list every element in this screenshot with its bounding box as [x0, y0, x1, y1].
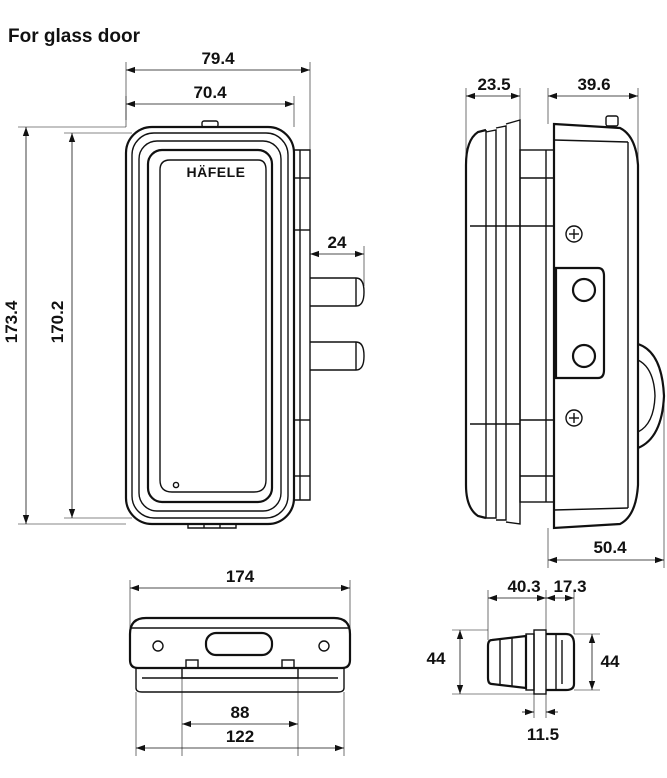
dim-strike-height-left: 44	[427, 649, 446, 668]
side-hole-upper	[571, 277, 597, 303]
bottom-tabs	[187, 523, 237, 529]
side-rear-knob	[637, 342, 666, 450]
bottom-screw-left	[152, 640, 164, 652]
front-clamp-plate	[294, 149, 311, 501]
dim-side-depth-front: 23.5	[477, 75, 510, 94]
bottom-inner-plate	[181, 667, 299, 679]
front-housing-inner-ring	[138, 140, 282, 512]
side-dimensions: 23.5 39.6 50.4	[465, 75, 665, 568]
front-dimensions: 79.4 70.4 173.4 170.2 24	[2, 49, 365, 525]
screw-icon-upper	[565, 225, 583, 243]
dim-side-depth-total: 50.4	[593, 538, 627, 557]
dim-strike-height-right: 44	[601, 652, 620, 671]
diagram-title: For glass door	[8, 26, 140, 47]
front-housing-outer	[124, 125, 296, 526]
strike-dimensions: 40.3 17.3 44 44 11.5	[427, 577, 620, 744]
bottom-slot	[204, 631, 274, 657]
front-bolt-lower	[310, 341, 365, 371]
strike-right-block	[546, 632, 576, 692]
front-face-panel	[146, 148, 274, 504]
brand-logo: HÄFELE	[187, 164, 246, 180]
strike-plate	[533, 629, 547, 695]
dim-bottom-width-plate: 122	[226, 727, 254, 746]
bottom-clamp-plate	[135, 668, 345, 693]
bottom-dimensions: 174 88 122	[129, 567, 351, 756]
dim-strike-gap: 11.5	[527, 725, 559, 744]
strike-view	[486, 629, 576, 695]
side-view	[464, 115, 666, 530]
side-cover-front	[464, 128, 487, 520]
dim-strike-depth-b: 17.3	[553, 577, 586, 596]
side-strike-block	[554, 266, 606, 380]
dim-bolt-projection: 24	[328, 233, 347, 252]
bottom-view	[128, 616, 352, 693]
front-view: HÄFELE	[124, 120, 365, 529]
side-clamp-middle	[519, 149, 555, 503]
dim-strike-depth-a: 40.3	[507, 577, 540, 596]
dim-front-width-body: 70.4	[193, 83, 227, 102]
strike-left-block	[486, 634, 528, 690]
side-top-nub	[605, 115, 619, 127]
front-housing-ring	[131, 132, 289, 519]
side-body-rear	[552, 122, 640, 530]
front-glass-panel	[159, 159, 267, 493]
top-tab	[201, 120, 219, 128]
dim-bottom-width-overall: 174	[226, 567, 255, 586]
dim-bottom-width-inner: 88	[231, 703, 250, 722]
screw-icon-lower	[565, 409, 583, 427]
dim-front-height-overall: 173.4	[2, 300, 21, 343]
front-bolt-upper	[310, 277, 365, 307]
strike-rubber	[525, 633, 535, 691]
indicator-led	[172, 481, 180, 489]
dim-side-depth-rear: 39.6	[577, 75, 610, 94]
dim-front-height-body: 170.2	[48, 301, 67, 344]
bottom-housing	[128, 616, 352, 670]
bottom-screw-right	[318, 640, 330, 652]
dim-front-width-overall: 79.4	[201, 49, 235, 68]
side-hole-lower	[571, 343, 597, 369]
